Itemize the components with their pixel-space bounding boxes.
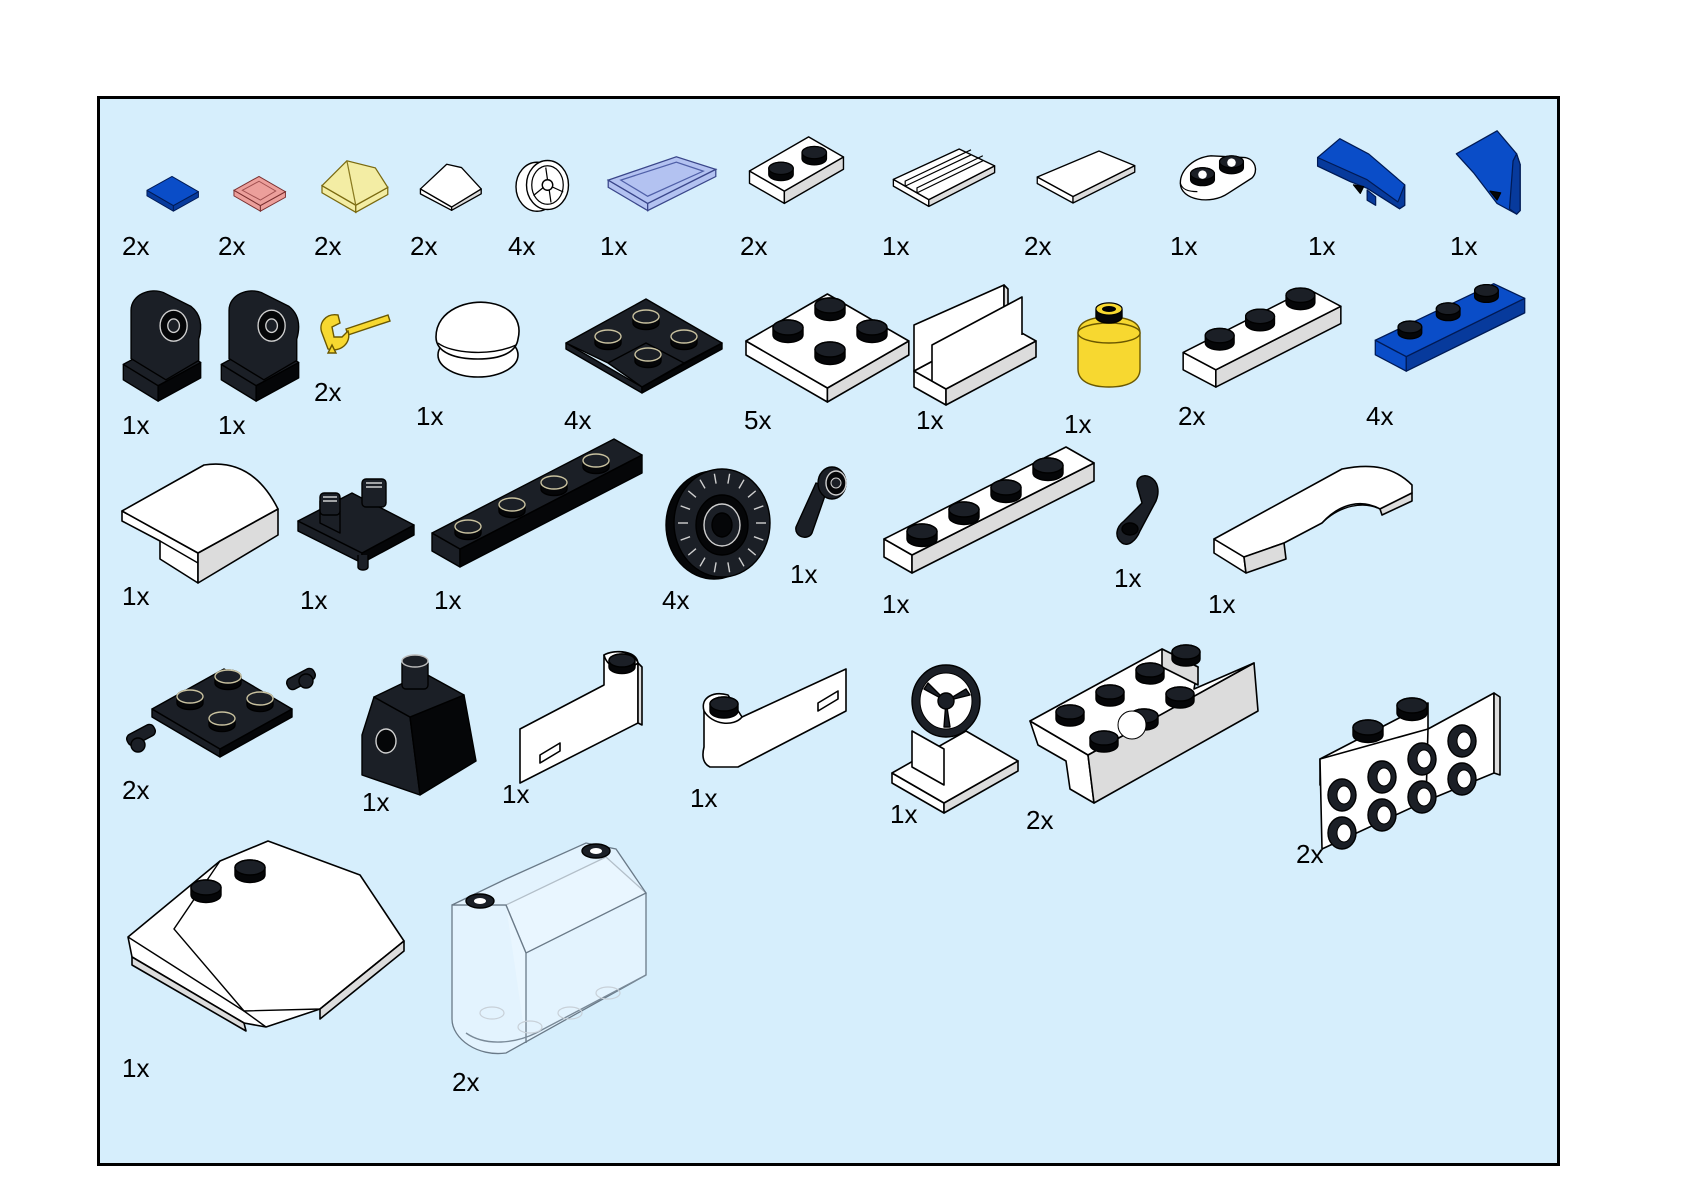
part-quantity: 1x: [1064, 409, 1092, 439]
plate-1x4-white-icon: [883, 446, 1095, 574]
part-quantity: 2x: [314, 231, 342, 261]
slope-trans-yellow-icon: [320, 160, 389, 214]
hood-white-icon: [127, 840, 405, 1032]
part-quantity: 1x: [218, 410, 246, 440]
torso-black-icon: [361, 654, 477, 796]
hinge-black-icon: [220, 290, 300, 402]
part-quantity: 1x: [1208, 589, 1236, 619]
tile-1x1-blue-icon: [146, 175, 199, 212]
part-quantity: 1x: [416, 401, 444, 431]
wedge-left-blue-icon: [1316, 138, 1406, 210]
part-quantity: 4x: [564, 405, 592, 435]
part-quantity: 4x: [662, 585, 690, 615]
wheel-rim-white-icon: [515, 159, 570, 212]
tile-grille-white-icon: [892, 148, 996, 208]
part-quantity: 1x: [690, 783, 718, 813]
part-quantity: 5x: [744, 405, 772, 435]
part-quantity: 1x: [790, 559, 818, 589]
part-quantity: 1x: [122, 581, 150, 611]
hand-black-icon: [1116, 475, 1159, 545]
part-quantity: 1x: [916, 405, 944, 435]
part-quantity: 2x: [740, 231, 768, 261]
plate-rounded-white-icon: [1179, 155, 1257, 201]
part-quantity: 1x: [300, 585, 328, 615]
part-quantity: 1x: [1114, 563, 1142, 593]
wheel-holder-black-icon: [126, 667, 316, 758]
plate-2x2-white-icon: [745, 293, 910, 403]
wrench-yellow-icon: [320, 314, 391, 354]
part-quantity: 1x: [1170, 231, 1198, 261]
parts-list-panel: 2x 2x 2x 2x 4x 1x 2x 1x 2x 1x 1x 1x 1x 1x 2x 1x 4x: [97, 96, 1560, 1166]
cap-white-icon: [435, 301, 520, 378]
part-quantity: 2x: [1024, 231, 1052, 261]
part-quantity: 1x: [362, 787, 390, 817]
part-quantity: 1x: [1450, 231, 1478, 261]
part-quantity: 1x: [882, 589, 910, 619]
part-quantity: 2x: [1296, 839, 1324, 869]
part-quantity: 1x: [1308, 231, 1336, 261]
part-quantity: 4x: [1366, 401, 1394, 431]
steering-wheel-white-icon: [891, 664, 1019, 814]
plate-1x4-black-icon: [431, 438, 643, 568]
tile-1x2-trans-blue-icon: [606, 156, 718, 212]
arch-white-icon: [1213, 465, 1413, 574]
part-quantity: 2x: [1026, 805, 1054, 835]
wedge-right-blue-icon: [1455, 130, 1521, 215]
part-quantity: 1x: [122, 1053, 150, 1083]
part-quantity: 2x: [122, 775, 150, 805]
part-quantity: 1x: [122, 410, 150, 440]
tile-1x1-trans-red-icon: [232, 175, 287, 213]
part-quantity: 2x: [218, 231, 246, 261]
part-quantity: 2x: [452, 1067, 480, 1097]
part-quantity: 2x: [410, 231, 438, 261]
part-quantity: 2x: [122, 231, 150, 261]
plate-1x3-white-icon: [1182, 287, 1342, 388]
door-left-white-icon: [519, 650, 643, 784]
part-quantity: 1x: [600, 231, 628, 261]
part-quantity: 1x: [502, 779, 530, 809]
part-quantity: 1x: [434, 585, 462, 615]
part-quantity: 2x: [1178, 401, 1206, 431]
part-quantity: 1x: [882, 231, 910, 261]
windscreen-trans-clear-icon: [451, 842, 647, 1055]
plate-l-black-icon: [565, 298, 723, 394]
bracket-white-icon: [913, 284, 1037, 406]
clip-plate-black-icon: [297, 478, 415, 571]
part-quantity: 1x: [890, 799, 918, 829]
tire-black-icon: [665, 468, 771, 580]
mudguard-white-icon: [1029, 644, 1259, 804]
slope-white-icon: [419, 163, 482, 211]
bracket-plate-white-icon: [1319, 692, 1501, 850]
plate-1x2-white-icon: [748, 136, 845, 205]
curved-slope-white-icon: [121, 463, 279, 584]
tile-1x2-white-icon: [1036, 150, 1136, 204]
part-quantity: 4x: [508, 231, 536, 261]
head-yellow-icon: [1077, 302, 1141, 388]
arm-black-icon: [795, 466, 847, 538]
part-quantity: 2x: [314, 377, 342, 407]
hinge-black-icon: [122, 290, 202, 402]
plate-1x3-blue-icon: [1374, 283, 1526, 372]
door-right-white-icon: [702, 668, 847, 768]
